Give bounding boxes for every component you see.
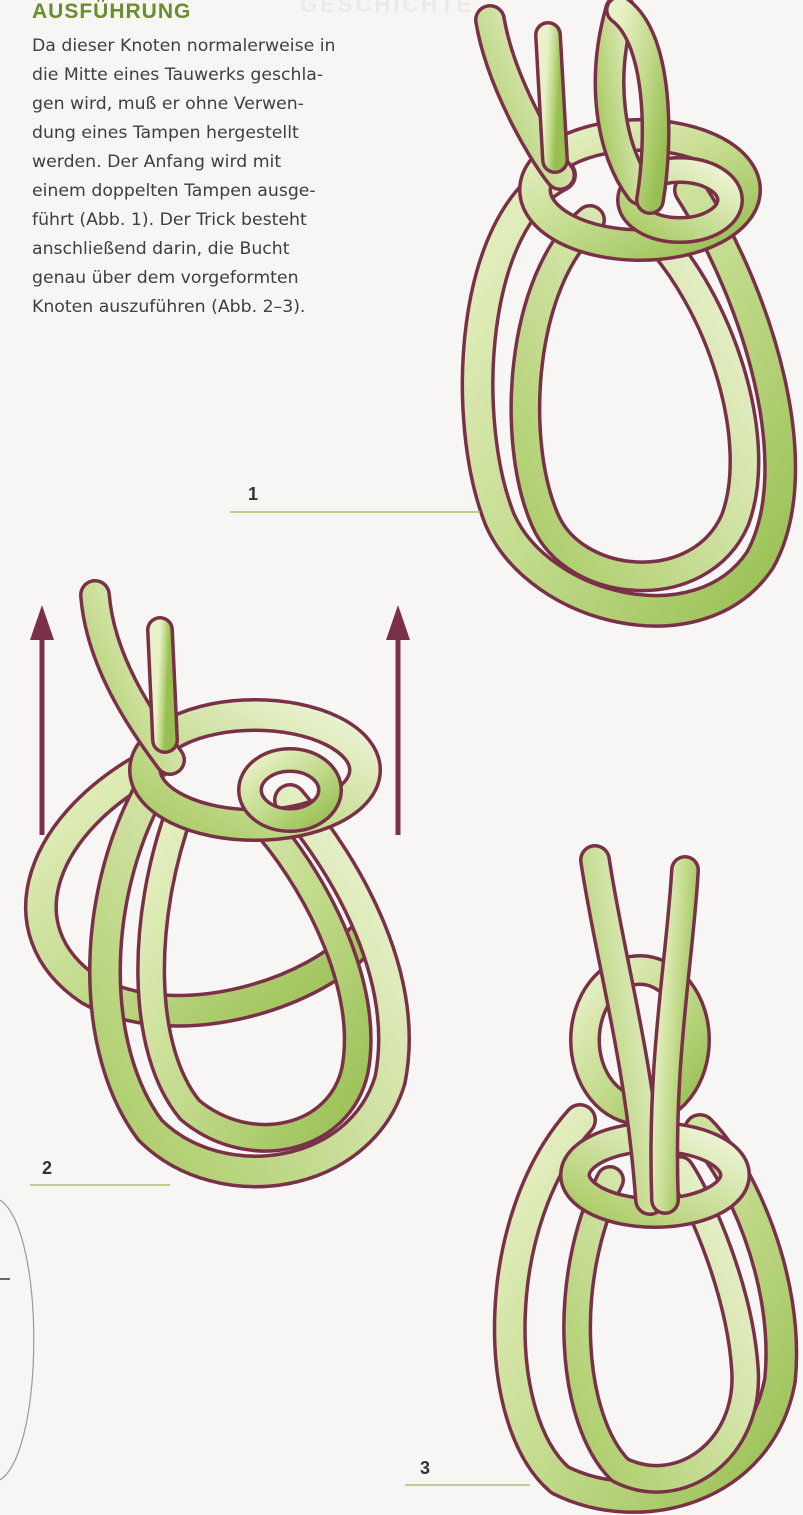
figure-3-knot (405, 860, 781, 1497)
figure-1-label: 1 (248, 484, 258, 505)
text-line: werden. Der Anfang wird mit (32, 148, 402, 177)
figure-2-label: 2 (42, 1158, 52, 1179)
figure-3-label: 3 (420, 1458, 430, 1479)
text-line: dung eines Tampen hergestellt (32, 119, 402, 148)
text-line: Da dieser Knoten normalerweise in (32, 32, 402, 61)
figure-2-left-arrow (30, 605, 54, 835)
instruction-paragraph: Da dieser Knoten normalerweise in die Mi… (32, 32, 402, 322)
sidebar-circle (0, 1200, 34, 1480)
text-line: anschließend darin, die Bucht (32, 235, 402, 264)
figure-2-knot (30, 595, 410, 1185)
figure-2-right-arrow (386, 605, 410, 835)
text-line: gen wird, muß er ohne Verwen- (32, 90, 402, 119)
text-line: die Mitte eines Tauwerks geschla- (32, 61, 402, 90)
section-heading: AUSFÜHRUNG (32, 0, 191, 24)
text-line: einem doppelten Tampen ausge- (32, 177, 402, 206)
text-line: führt (Abb. 1). Der Trick besteht (32, 206, 402, 235)
text-line: genau über dem vorgeformten (32, 264, 402, 293)
text-line: Knoten auszuführen (Abb. 2–3). (32, 293, 402, 322)
